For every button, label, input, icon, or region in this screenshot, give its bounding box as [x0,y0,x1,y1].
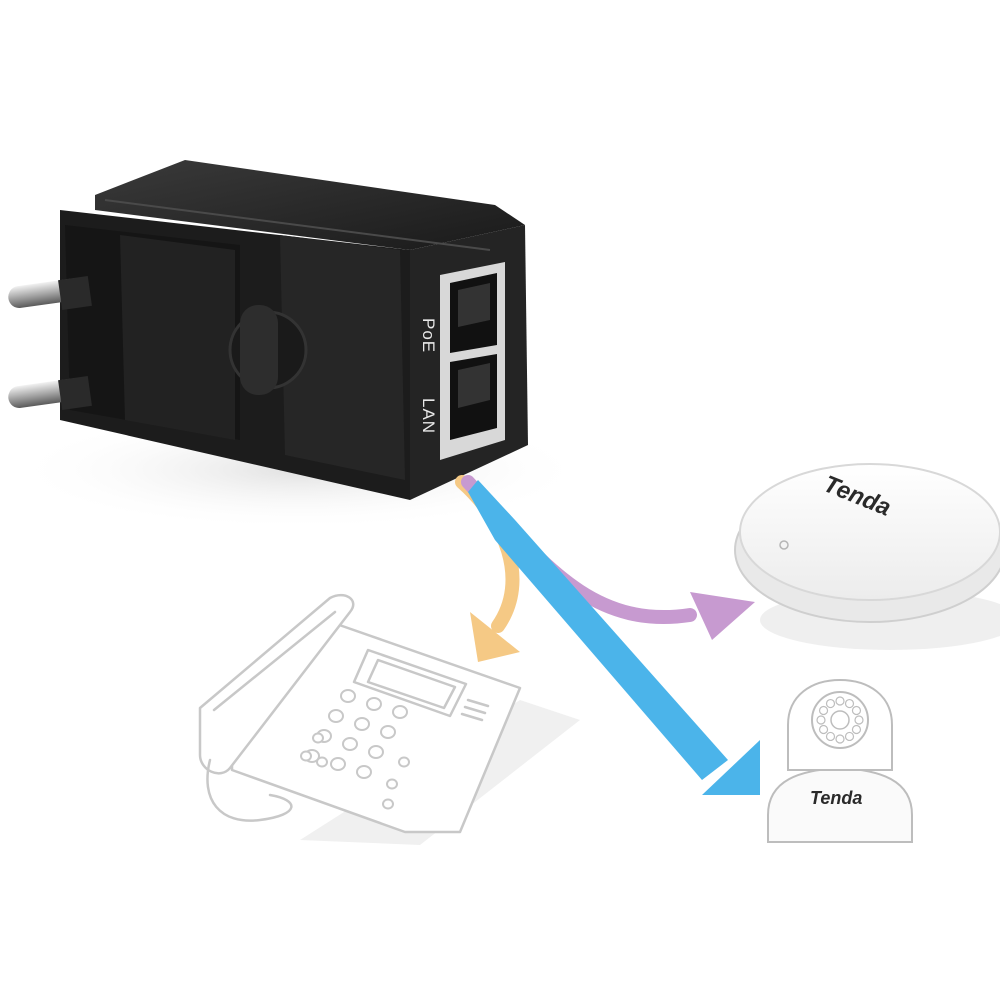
camera-ir-led [851,724,862,735]
telephone-keypad [300,689,410,810]
lan-port-contacts [458,363,490,408]
telephone-key [342,737,358,751]
telephone-speaker-line [463,705,487,715]
camera-arrow-head [702,740,760,795]
camera-ir-led [835,696,845,706]
telephone-key [380,725,396,739]
lan-port[interactable] [450,354,497,440]
lock-knob [240,305,278,395]
poe-port[interactable] [450,273,497,353]
telephone-key [392,705,408,719]
camera-lens [830,710,850,730]
telephone-key [312,732,324,744]
telephone-key [328,709,344,723]
camera-ir-led [854,715,864,725]
camera-brand: Tenda [810,788,862,808]
telephone-key [366,697,382,711]
telephone-key [398,756,410,768]
access-point-body [739,463,1000,601]
camera-ir-led [851,705,862,716]
poe-adapter: PoE LAN [8,160,528,500]
telephone-key [354,717,370,731]
camera-ir-led [816,715,826,725]
telephone-arrow-head [470,612,520,662]
camera-ir-leds [816,696,864,744]
pin-base-bottom [58,376,92,410]
port-label-lan: LAN [419,398,438,434]
telephone-key [316,756,328,768]
telephone-speaker-line [460,712,484,722]
poe-port-contacts [458,283,490,327]
telephone-key [300,750,312,762]
camera-ir-led [835,734,845,744]
camera-ir-led [825,731,836,742]
telephone-cord [206,758,293,822]
ip-camera: Tenda [767,678,913,843]
pin-base-top [58,276,92,310]
telephone-handset-edge [212,610,337,712]
telephone-key [386,778,398,790]
telephone-handset [198,593,355,775]
telephone-display [352,648,468,718]
camera-ir-led [818,724,829,735]
access-point-arrow-head [690,592,755,640]
telephone-key [382,798,394,810]
camera-ir-led [844,731,855,742]
telephone-key [368,745,384,759]
telephone-key [340,689,356,703]
telephone-display-inner [366,658,457,710]
camera-ir-led [825,698,836,709]
camera-ir-led [844,698,855,709]
adapter-side-panel [280,235,405,480]
telephone-key [330,757,346,771]
adapter-edge [104,199,491,251]
adapter-top-face [95,160,525,250]
telephone-key [356,765,372,779]
desk-telephone [198,593,580,845]
access-point: Tenda [734,463,1000,650]
plug-housing [120,235,235,440]
port-label-poe: PoE [419,318,438,353]
camera-ir-led [818,705,829,716]
telephone-speaker-line [466,698,490,708]
camera-arrow [468,480,760,795]
camera-arrow-line [468,480,728,780]
access-point-led [779,540,789,550]
